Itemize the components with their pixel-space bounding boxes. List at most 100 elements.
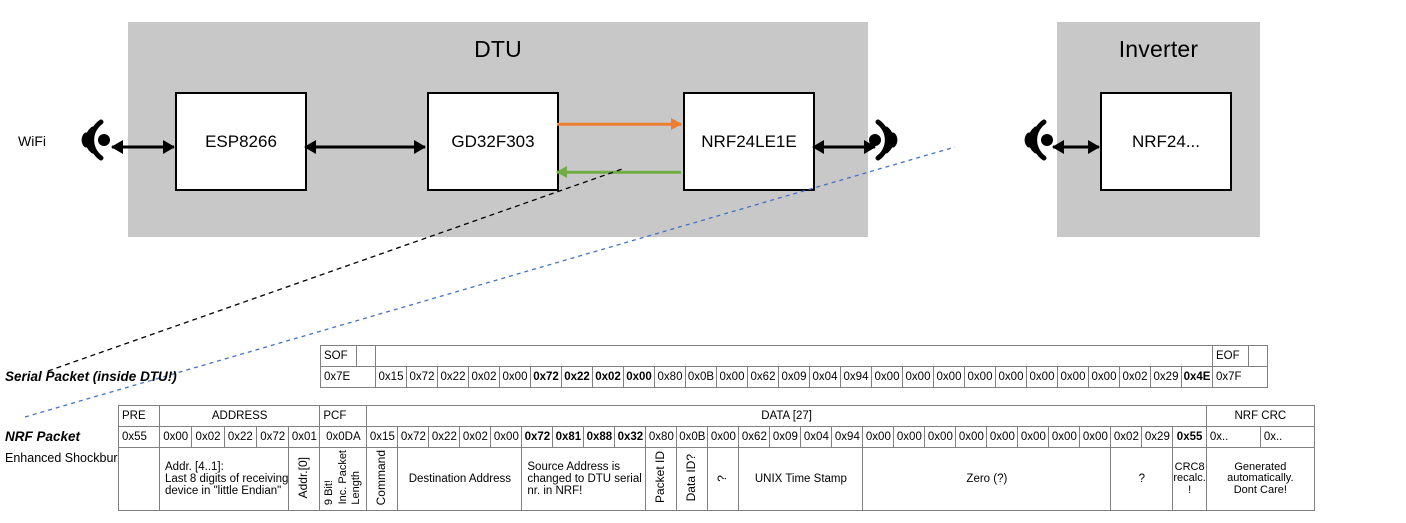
nrf-desc-packet-id-text: Packet ID (653, 451, 668, 504)
serial-data-byte: 0x00 (1057, 366, 1089, 388)
serial-data-byte: 0x00 (1088, 366, 1120, 388)
nrf-desc-pcf-l3: Length (350, 471, 363, 505)
serial-data-byte: 0x72 (530, 366, 562, 388)
nrf-pre-header: PRE (118, 405, 160, 427)
nrf-desc-address-l3: device in "little Endian" (165, 485, 282, 498)
chip-esp8266: ESP8266 (175, 92, 307, 191)
nrf-data-byte: 0x72 (397, 426, 430, 448)
serial-eof-value: 0x7F (1212, 366, 1268, 388)
dtu-title: DTU (474, 36, 522, 62)
chip-esp8266-label: ESP8266 (205, 131, 277, 151)
nrf-data-header: DATA [27] (366, 405, 1207, 427)
nrf-data-byte: 0x00 (490, 426, 523, 448)
serial-eof-header: EOF (1212, 345, 1249, 367)
nrf-pcf-header: PCF (319, 405, 368, 427)
serial-data-byte: 0x00 (964, 366, 996, 388)
nrf-desc-timestamp: UNIX Time Stamp (738, 447, 864, 511)
nrf-value-row: 0x55 0x00 0x02 0x22 0x72 0x01 0x0DA 0x15… (118, 426, 1315, 448)
nrf-desc-zero: Zero (?) (862, 447, 1112, 511)
chip-nrf24le1e-label: NRF24LE1E (701, 131, 797, 151)
chip-nrf24le1e: NRF24LE1E (683, 92, 815, 191)
serial-data-byte: 0x00 (716, 366, 748, 388)
serial-data-byte: 0x04 (809, 366, 841, 388)
nrf-desc-nrfcrc: Generated automatically. Dont Care! (1205, 447, 1315, 511)
nrf-data-byte: 0x00 (1048, 426, 1081, 448)
nrf-desc-nrfcrc-l1: Generated (1234, 460, 1287, 473)
serial-data-byte: 0x00 (995, 366, 1027, 388)
wifi-label: WiFi (18, 133, 46, 149)
nrf-address-byte: 0x72 (256, 426, 290, 448)
nrf-desc-unknown1-text: ? (715, 475, 730, 482)
serial-data-byte: 0x94 (840, 366, 872, 388)
nrf-data-byte: 0x00 (1079, 426, 1112, 448)
serial-data-byte: 0x00 (871, 366, 903, 388)
serial-header-row: SOF EOF (320, 345, 1268, 367)
nrf-description-row: Addr. [4..1]: Last 8 digits of receiving… (118, 447, 1315, 511)
nrf-data-byte: 0x00 (862, 426, 895, 448)
serial-data-byte: 0x80 (654, 366, 686, 388)
serial-data-byte: 0x09 (778, 366, 810, 388)
nrf-data-byte: 0x55 (1172, 426, 1207, 448)
nrf-address-byte: 0x02 (191, 426, 225, 448)
inverter-title: Inverter (1118, 36, 1199, 62)
chip-nrf24-label: NRF24... (1131, 131, 1201, 151)
nrf-desc-source-l2: changed to DTU serial (527, 472, 642, 485)
inverter-antenna-icon (1008, 110, 1056, 170)
wifi-antenna-icon (65, 110, 113, 170)
nrf-desc-pcf-l2: Inc. Packet (336, 450, 349, 505)
nrf-desc-crc8-l1: CRC8 (1174, 460, 1205, 473)
serial-data-byte: 0x62 (747, 366, 779, 388)
serial-data-byte: 0x02 (592, 366, 624, 388)
nrf-data-byte: 0x02 (459, 426, 492, 448)
nrf-desc-unknown1: ? (707, 447, 740, 511)
nrf-data-byte: 0x00 (707, 426, 740, 448)
serial-data-byte: 0x4E (1181, 366, 1213, 388)
nrf-data-byte: 0x80 (645, 426, 678, 448)
nrf-data-byte: 0x00 (955, 426, 988, 448)
nrf-pre-value: 0x55 (118, 426, 160, 448)
serial-data-byte: 0x00 (902, 366, 934, 388)
serial-header-spacer (356, 345, 376, 367)
nrf-desc-source: Source Address is changed to DTU serial … (521, 447, 647, 511)
nrf-desc-data-id-text: Data ID? (684, 453, 699, 502)
serial-data-byte: 0x02 (468, 366, 500, 388)
nrf-data-byte: 0x72 (521, 426, 554, 448)
nrf-desc-source-l3: nr. in NRF! (527, 485, 583, 498)
serial-data-byte: 0x72 (406, 366, 438, 388)
serial-data-byte: 0x22 (437, 366, 469, 388)
serial-sof-header: SOF (320, 345, 357, 367)
nrf-data-byte: 0x02 (1110, 426, 1143, 448)
block-diagram: DTU Inverter ESP8266 GD32F303 NRF24LE1E … (18, 22, 1260, 237)
nrf-address-byte: 0x22 (223, 426, 258, 448)
nrf-desc-nrfcrc-l2: automatically. (1227, 472, 1294, 485)
nrf-data-byte: 0x94 (831, 426, 864, 448)
nrf-desc-command-text: Command (374, 449, 389, 506)
nrf-data-byte: 0x88 (583, 426, 616, 448)
serial-data-byte: 0x0B (685, 366, 717, 388)
nrf-data-byte: 0x62 (738, 426, 771, 448)
serial-eof-header-spacer (1248, 345, 1268, 367)
nrf-data-byte: 0x22 (428, 426, 461, 448)
nrf-crc-byte: 0x.. (1259, 426, 1315, 448)
nrf-desc-pcf-l1: 9 Bit! (322, 479, 335, 505)
serial-data-byte: 0x00 (623, 366, 655, 388)
nrf-desc-address-l1: Addr. [4..1]: (165, 460, 224, 473)
nrf-data-byte: 0x00 (1017, 426, 1050, 448)
serial-data-byte: 0x15 (375, 366, 407, 388)
nrf-desc-source-l1: Source Address is (527, 460, 621, 473)
nrf-desc-crc8-l3: ! (1188, 483, 1192, 496)
nrf-data-byte: 0x29 (1141, 426, 1174, 448)
nrf-packet-label: NRF Packet (5, 429, 81, 444)
nrf-section-header-row: PRE ADDRESS PCF DATA [27] NRF CRC (118, 405, 1315, 427)
nrf-data-byte: 0x04 (800, 426, 833, 448)
serial-data-byte: 0x22 (561, 366, 593, 388)
nrf-desc-crc8-l2: recalc. (1173, 472, 1206, 485)
serial-sof-value: 0x7E (320, 366, 376, 388)
nrf-packet-table: PRE ADDRESS PCF DATA [27] NRF CRC 0x55 0… (118, 405, 1315, 511)
chip-gd32f303: GD32F303 (427, 92, 559, 191)
serial-data-byte: 0x02 (1119, 366, 1151, 388)
nrf-data-byte: 0x00 (893, 426, 926, 448)
nrf-data-byte: 0x00 (986, 426, 1019, 448)
nrf-desc-data-id: Data ID? (676, 447, 709, 511)
